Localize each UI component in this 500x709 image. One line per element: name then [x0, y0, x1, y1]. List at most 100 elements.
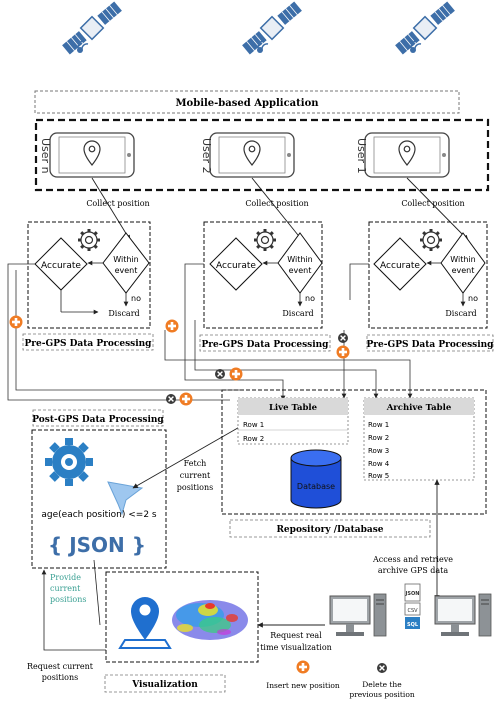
no-label: no [131, 294, 141, 303]
fetch-label: positions [177, 483, 213, 492]
pre-gps-title: Pre-GPS Data Processing [202, 340, 330, 350]
json-label: { JSON } [48, 533, 146, 557]
collect-arrow [91, 177, 131, 241]
app-title: Mobile-based Application [175, 98, 319, 109]
live-table: Live Table Row 1 Row 2 [237, 397, 349, 445]
live-table-title: Live Table [269, 403, 318, 413]
heatmap-image [170, 596, 250, 642]
gear-icon [252, 227, 278, 253]
json-file-label: JSON [405, 591, 420, 597]
table-row: Row 5 [368, 472, 389, 480]
request-current-label: Request current [27, 662, 94, 671]
computer-icon [329, 593, 387, 637]
insert-position-icon [165, 319, 179, 333]
discard-label: Discard [445, 309, 476, 318]
accurate-label: Accurate [41, 261, 81, 271]
gear-icon [76, 227, 102, 253]
post-gps-title: Post-GPS Data Processing [32, 415, 164, 425]
within-label: Within [113, 255, 138, 264]
table-row: Row 3 [368, 447, 389, 455]
request-rt-label: time visualization [260, 643, 332, 652]
collect-position-label: Collect position [245, 199, 308, 208]
insert-legend-icon [296, 660, 310, 674]
visualization-title: Visualization [131, 680, 198, 690]
insert-position-icon [336, 345, 350, 359]
access-label: archive GPS data [378, 566, 448, 575]
fetch-label: Fetch [184, 459, 207, 468]
pre-gps-block: Accurate Within event no Discard [368, 221, 488, 329]
access-label: Access and retrieve [372, 555, 453, 564]
provide-label: positions [50, 595, 86, 604]
repository-title: Repository /Database [276, 525, 383, 535]
gear-icon [418, 227, 444, 253]
within-label: Within [450, 255, 475, 264]
insert-position-icon [9, 315, 23, 329]
database-icon: Database [290, 449, 342, 509]
event-label: event [452, 266, 475, 275]
satellite-icon [241, 0, 303, 56]
gear-icon [45, 438, 93, 486]
user-label: User n [39, 138, 52, 174]
database-label: Database [297, 482, 335, 491]
computer-icon [434, 593, 492, 637]
fetch-label: current [180, 471, 211, 480]
csv-file-icon: CSV [404, 602, 421, 616]
json-file-icon: JSON [405, 583, 421, 602]
pre-gps-block: Accurate Within event no Discard [203, 221, 323, 329]
table-row: Row 4 [368, 460, 390, 468]
delete-legend-label: previous position [349, 690, 415, 699]
visualization-block [105, 571, 259, 663]
accurate-label: Accurate [380, 261, 420, 271]
satellite-icon [61, 0, 123, 56]
provide-label: Provide [50, 573, 81, 582]
discard-label: Discard [108, 309, 139, 318]
collect-position-label: Collect position [86, 199, 149, 208]
archive-table-title: Archive Table [386, 403, 452, 413]
pre-gps-title: Pre-GPS Data Processing [367, 340, 495, 350]
delete-legend-icon [376, 662, 388, 674]
insert-legend-label: Insert new position [266, 681, 340, 690]
pre-gps-title: Pre-GPS Data Processing [25, 339, 153, 349]
request-current-label: positions [42, 673, 78, 682]
repository-block [221, 389, 487, 515]
delete-position-icon [337, 332, 349, 344]
smartphone-icon [364, 132, 450, 178]
collect-arrow [406, 177, 469, 241]
table-row: Row 2 [243, 435, 264, 443]
table-row: Row 2 [368, 434, 389, 442]
table-row: Row 1 [368, 421, 389, 429]
smartphone-icon [209, 132, 295, 178]
provide-line [93, 559, 101, 626]
collect-position-label: Collect position [401, 199, 464, 208]
delete-legend-label: Delete the [362, 680, 402, 689]
no-label: no [468, 294, 478, 303]
request-current-arrow [41, 569, 106, 651]
event-label: event [115, 266, 138, 275]
app-title-box [34, 90, 460, 114]
event-label: event [289, 266, 312, 275]
map-pin-icon [118, 597, 172, 649]
provide-label: current [50, 584, 81, 593]
smartphone-icon [49, 132, 135, 178]
satellite-icon [394, 0, 456, 56]
collect-arrow [251, 177, 303, 241]
archive-table: Archive Table Row 1 Row 2 Row 3 Row 4 Ro… [363, 397, 475, 481]
sql-file-icon: SQL [405, 617, 420, 629]
table-row: Row 1 [243, 421, 264, 429]
pre-gps-block: Accurate Within event no Discard [27, 221, 151, 329]
accurate-label: Accurate [216, 261, 256, 271]
csv-file-label: CSV [407, 608, 418, 614]
user-label: User 2 [200, 138, 213, 174]
routing-lines [7, 263, 413, 401]
sql-file-label: SQL [407, 622, 419, 628]
within-label: Within [287, 255, 312, 264]
insert-position-icon [179, 392, 193, 406]
age-condition-label: age(each position) <=2 s [41, 510, 157, 520]
delete-position-icon [214, 368, 226, 380]
request-rt-label: Request real [270, 631, 322, 640]
user-label: User 1 [355, 138, 368, 174]
insert-position-icon [229, 367, 243, 381]
discard-label: Discard [282, 309, 313, 318]
no-label: no [305, 294, 315, 303]
